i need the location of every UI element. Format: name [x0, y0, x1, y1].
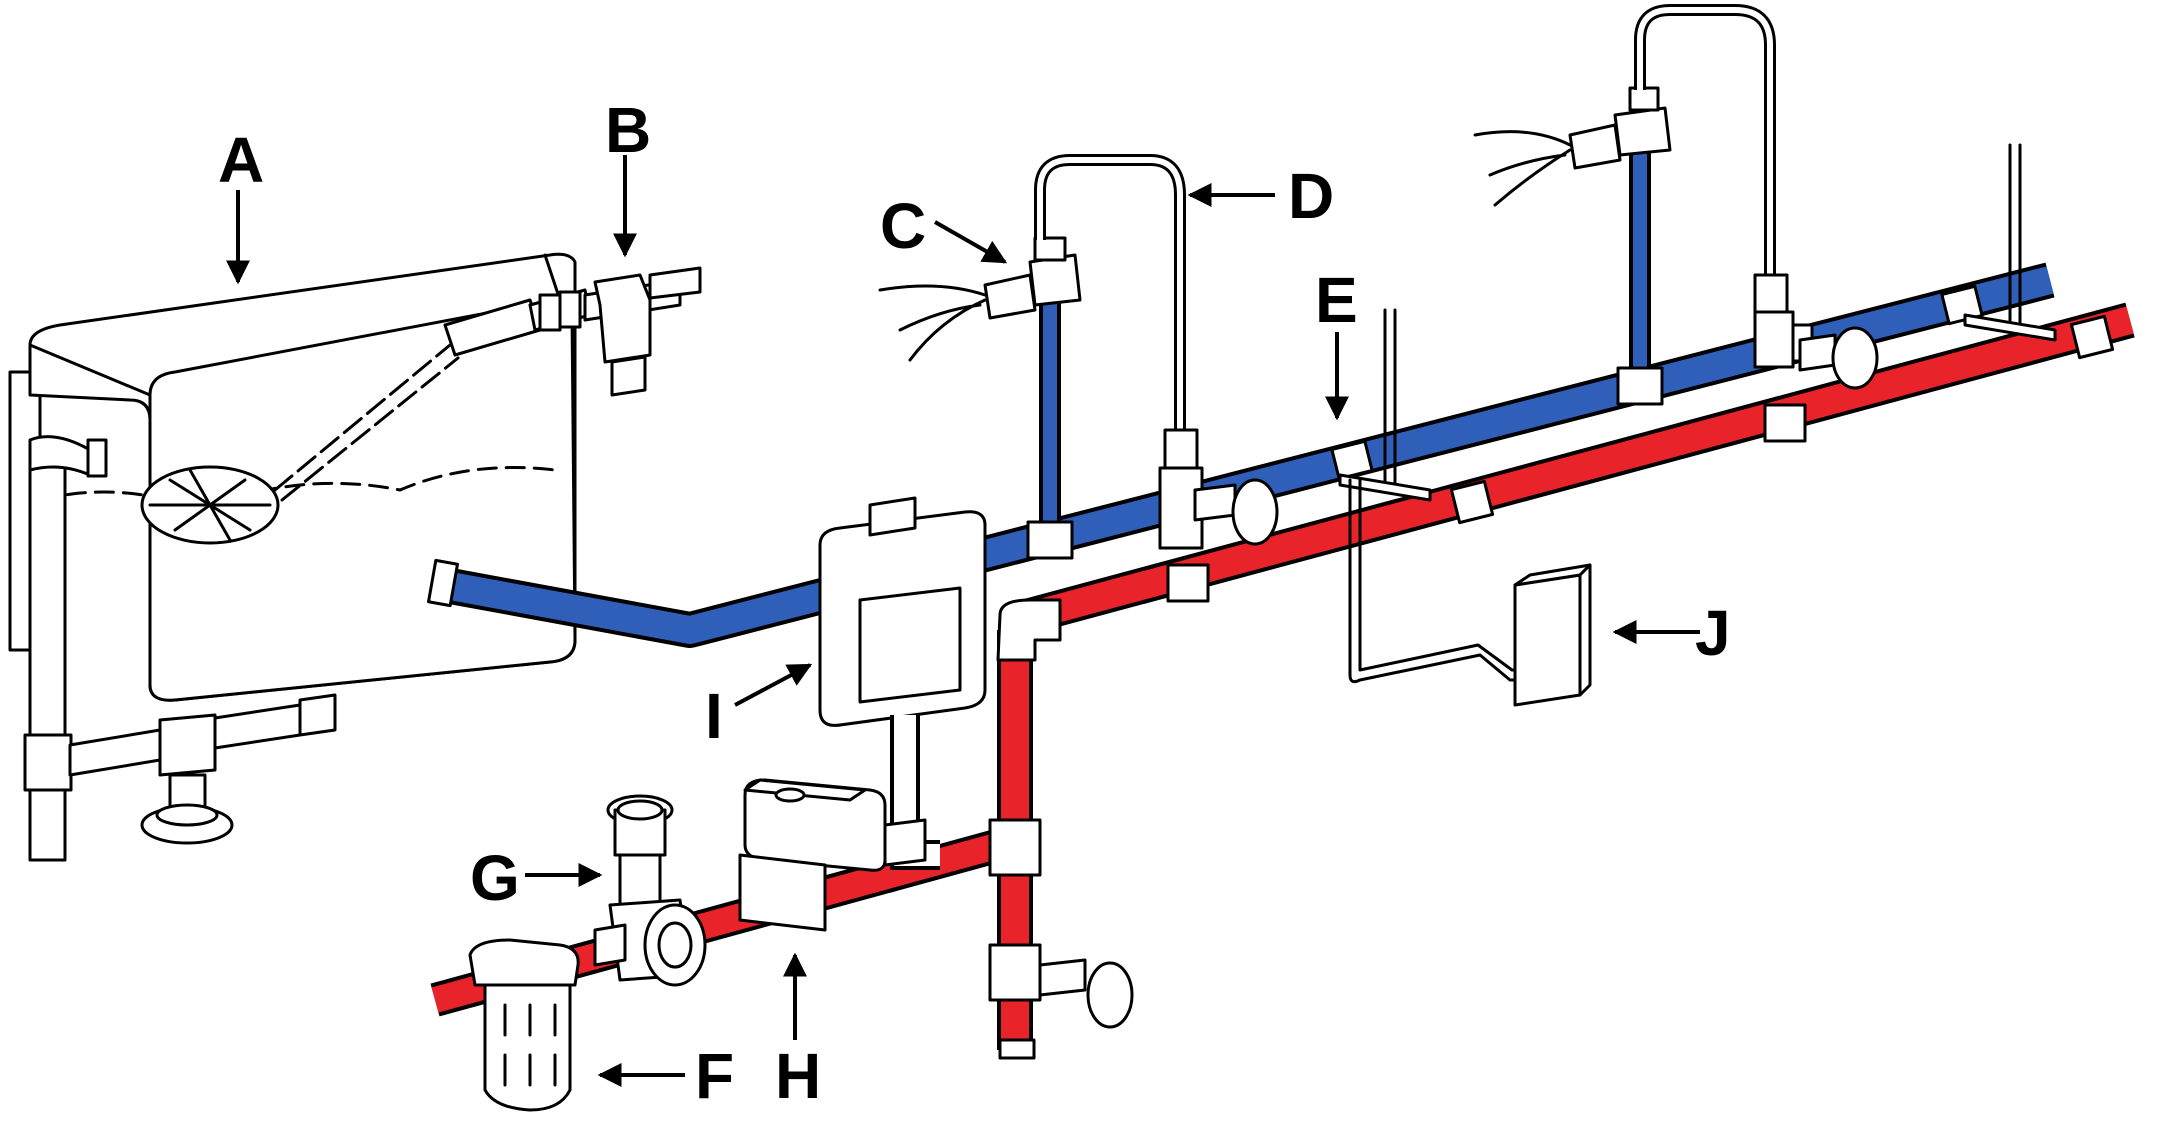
- leader-arrows: [226, 155, 1700, 1087]
- label-c: C: [880, 190, 926, 262]
- label-e: E: [1315, 264, 1358, 336]
- label-f: F: [695, 1040, 734, 1112]
- strainer: [468, 938, 580, 1112]
- water-tank: [8, 252, 592, 862]
- control-tube: [1348, 478, 1520, 684]
- label-d: D: [1288, 160, 1334, 232]
- solenoid-valve: [738, 778, 927, 932]
- siphon-tube: [1034, 4, 1795, 550]
- part-labels: A B C D E F G H I J: [218, 94, 1731, 1112]
- cold-water-pipe: [427, 140, 2055, 648]
- label-a: A: [218, 124, 264, 196]
- humidistat: [1513, 563, 1592, 707]
- label-i: I: [705, 680, 723, 752]
- distribution-valve: [1193, 326, 1879, 546]
- label-h: H: [775, 1040, 821, 1112]
- spray-nozzle-right: [1473, 86, 1672, 207]
- spray-nozzle-left: [878, 236, 1082, 362]
- label-b: B: [605, 94, 651, 166]
- pressure-regulator: [593, 794, 707, 987]
- label-g: G: [470, 842, 520, 914]
- pipe-hanger: [1338, 143, 2057, 502]
- makeup-water-valve: [538, 266, 702, 397]
- label-j: J: [1695, 597, 1731, 669]
